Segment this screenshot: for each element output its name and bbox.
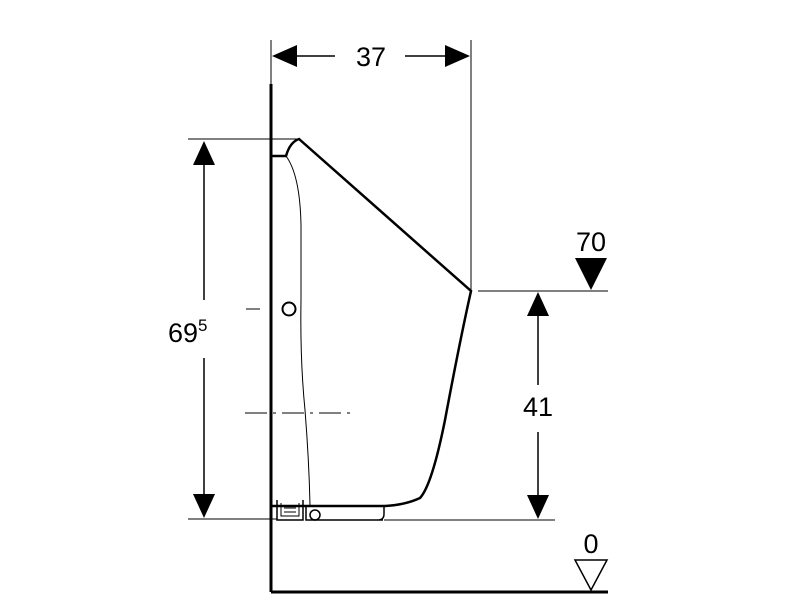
width-arrow-left-icon [272, 45, 297, 67]
inlet-height-label: 41 [523, 392, 553, 422]
urinal-outline [271, 137, 473, 508]
width-arrow-right-icon [445, 45, 470, 67]
water-inlet-icon [281, 301, 297, 317]
inlet-arrow-bottom-icon [527, 495, 549, 519]
floor-level-marker-icon [573, 559, 609, 592]
rim-level-marker-icon [575, 258, 607, 290]
waste-fitting-detail [280, 503, 300, 517]
rim-level-label: 70 [576, 227, 606, 257]
height-arrow-bottom-icon [193, 494, 215, 518]
height-label-main: 69 [168, 318, 198, 348]
floor-level-label: 0 [583, 529, 598, 559]
height-arrow-top-icon [193, 141, 215, 165]
urinal-inner-contour [285, 155, 311, 506]
height-label-superscript: 5 [198, 316, 207, 335]
fixing-bolt-icon [309, 509, 321, 521]
waste-fitting [276, 500, 304, 521]
width-label: 37 [356, 42, 386, 72]
inlet-arrow-top-icon [527, 292, 549, 316]
outlet-pipe [305, 506, 385, 521]
height-label: 695 [168, 316, 208, 348]
